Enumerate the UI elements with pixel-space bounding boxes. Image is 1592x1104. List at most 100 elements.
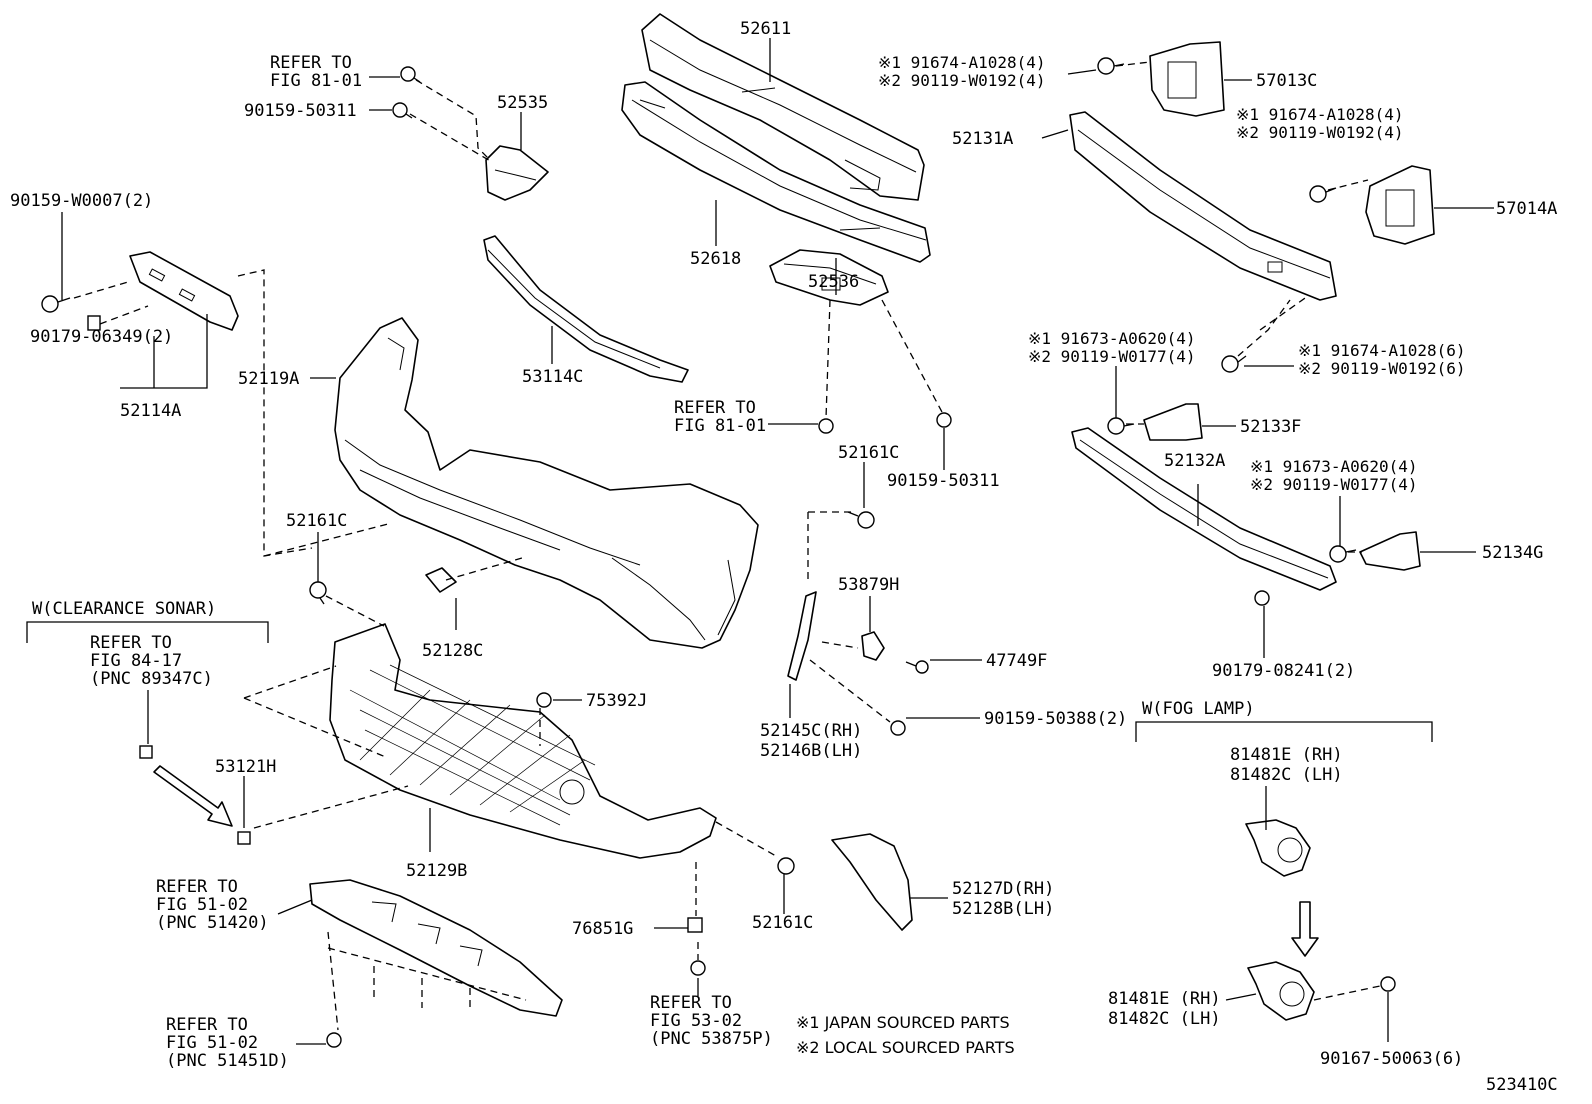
labels: 52611 52618 52535 52536 53114C 52119A 52… <box>10 19 1558 1095</box>
arrow-down-icon <box>1291 901 1319 957</box>
nut-icon <box>1254 590 1270 606</box>
label-refer-5102b-3: (PNC 51451D) <box>166 1051 289 1071</box>
label-52128B: 52128B(LH) <box>952 899 1054 919</box>
reinforcement-52131A <box>1069 111 1337 301</box>
label-52131A: 52131A <box>952 129 1013 149</box>
label-52161C-c: 52161C <box>752 913 813 933</box>
bracket-52133F <box>1143 403 1203 441</box>
bumper-cover-52119A <box>334 317 759 649</box>
label-57013C: 57013C <box>1256 71 1317 91</box>
label-90159-50388: 90159-50388(2) <box>984 709 1127 729</box>
label-sonar-title: W(CLEARANCE SONAR) <box>32 599 216 619</box>
label-52536: 52536 <box>808 272 859 292</box>
clip-icon <box>309 581 327 605</box>
label-81482C-b: 81482C (LH) <box>1108 1009 1221 1029</box>
label-refer-5102a-3: (PNC 51420) <box>156 913 269 933</box>
label-53879H: 53879H <box>838 575 899 595</box>
label-90159-W0007: 90159-W0007(2) <box>10 191 153 211</box>
label-refer-5102a-1: REFER TO <box>156 877 238 897</box>
label-refer-8101-a-1: REFER TO <box>270 53 352 73</box>
fog-bracket-lower <box>1247 961 1315 1021</box>
label-52618: 52618 <box>690 249 741 269</box>
label-52145C: 52145C(RH) <box>760 721 862 741</box>
label-lo-r-2: ※2 90119-W0192(6) <box>1298 359 1466 378</box>
label-76851G: 76851G <box>572 919 633 939</box>
clip-icon <box>536 692 552 708</box>
label-90159-50311-a: 90159-50311 <box>244 101 357 121</box>
label-90179-06349: 90179-06349(2) <box>30 327 173 347</box>
label-b-r-2: ※2 90119-W0177(4) <box>1250 475 1418 494</box>
bolt-icon <box>1309 185 1337 203</box>
sensor-icon <box>139 745 153 759</box>
label-53114C: 53114C <box>522 367 583 387</box>
bracket-57014A <box>1365 165 1435 245</box>
label-refer-8417-3: (PNC 89347C) <box>90 669 213 689</box>
label-52129B: 52129B <box>406 861 467 881</box>
label-81481E-b: 81481E (RH) <box>1108 989 1221 1009</box>
label-mid-r1-1: ※1 91674-A1028(4) <box>1236 105 1404 124</box>
absorber-52611 <box>641 13 925 201</box>
clip-icon <box>237 831 251 845</box>
bracket-52535 <box>485 145 549 201</box>
label-52535: 52535 <box>497 93 548 113</box>
label-refer-8417-2: FIG 84-17 <box>90 651 182 671</box>
clip-icon <box>690 960 706 976</box>
label-57014A: 57014A <box>1496 199 1557 219</box>
label-90159-50311-b: 90159-50311 <box>887 471 1000 491</box>
label-52134G: 52134G <box>1482 543 1543 563</box>
clip-icon <box>687 917 703 933</box>
label-lo-l-1: ※1 91673-A0620(4) <box>1028 329 1196 348</box>
label-47749F: 47749F <box>986 651 1047 671</box>
label-53121H: 53121H <box>215 757 276 777</box>
label-mid-r1-2: ※2 90119-W0192(4) <box>1236 123 1404 142</box>
bolt-icon <box>1221 355 1247 373</box>
clip-icon <box>847 511 875 529</box>
moulding-53114C <box>483 235 689 383</box>
under-cover <box>309 879 563 1017</box>
legend-japan-sourced: ※1 JAPAN SOURCED PARTS <box>796 1013 1010 1032</box>
label-52146B: 52146B(LH) <box>760 741 862 761</box>
bolt-icon <box>1380 976 1396 992</box>
cap-52128C <box>425 567 457 593</box>
label-refer-8101-b-1: REFER TO <box>674 398 756 418</box>
label-90167-50063: 90167-50063(6) <box>1320 1049 1463 1069</box>
label-refer-8101-a-2: FIG 81-01 <box>270 71 362 91</box>
leader-lines <box>26 38 1494 1045</box>
bolt-icon <box>392 102 413 119</box>
nut-icon <box>87 315 101 331</box>
label-b-r-1: ※1 91673-A0620(4) <box>1250 457 1418 476</box>
label-81481E-a: 81481E (RH) <box>1230 745 1343 765</box>
bolt-icon <box>890 720 906 736</box>
label-81482C-a: 81482C (LH) <box>1230 765 1343 785</box>
label-52114A: 52114A <box>120 401 181 421</box>
label-refer-5102b-1: REFER TO <box>166 1015 248 1035</box>
label-52127D: 52127D(RH) <box>952 879 1054 899</box>
clip-53879H <box>861 631 885 661</box>
bracket-52127D <box>831 833 913 931</box>
label-lo-r-1: ※1 91674-A1028(6) <box>1298 341 1466 360</box>
label-75392J: 75392J <box>586 691 647 711</box>
clip-icon <box>777 857 795 875</box>
label-52133F: 52133F <box>1240 417 1301 437</box>
label-refer-8417-1: REFER TO <box>90 633 172 653</box>
bolt-icon <box>400 66 421 83</box>
bolt-icon <box>1329 545 1357 563</box>
lower-grille-52129B <box>329 623 717 859</box>
absorber-52618 <box>621 81 931 263</box>
plate-52114A <box>129 251 239 331</box>
legend-local-sourced: ※2 LOCAL SOURCED PARTS <box>796 1038 1015 1057</box>
label-refer-5302-2: FIG 53-02 <box>650 1011 742 1031</box>
bracket-57013C <box>1149 41 1225 117</box>
bracket-52536 <box>769 249 889 306</box>
label-52132A: 52132A <box>1164 451 1225 471</box>
reinforcement-52132A <box>1071 427 1337 591</box>
arrow-icon <box>153 765 233 827</box>
label-90179-08241: 90179-08241(2) <box>1212 661 1355 681</box>
label-52128C: 52128C <box>422 641 483 661</box>
label-top-r1-2: ※2 90119-W0192(4) <box>878 71 1046 90</box>
bolt-icon <box>905 660 929 674</box>
bolt-icon <box>818 418 834 434</box>
bolt-icon <box>1107 417 1135 435</box>
